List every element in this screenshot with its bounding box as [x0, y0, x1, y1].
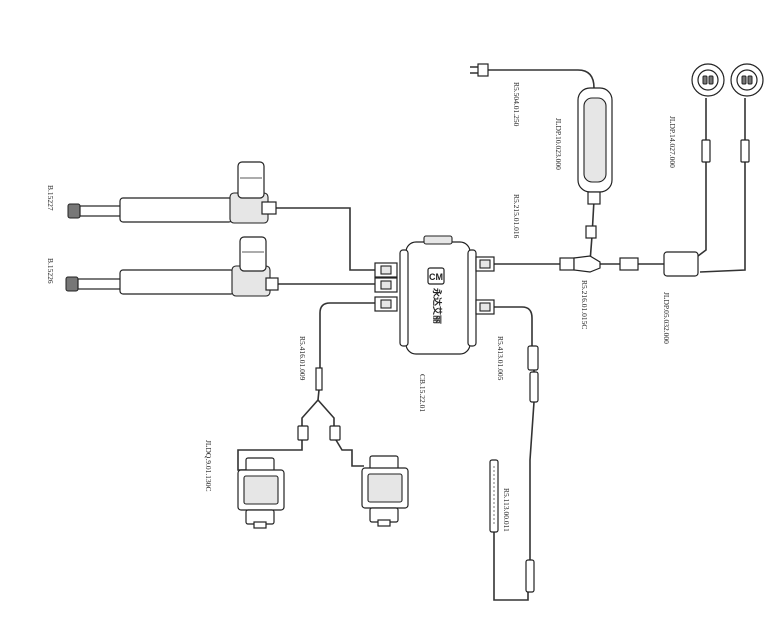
supply-cable-label: R5.215.01.016	[512, 194, 521, 239]
plug-head	[477, 63, 489, 77]
actuator-1-plug	[261, 201, 277, 215]
power-supply-out	[587, 191, 601, 205]
sensor-inline-module	[529, 371, 539, 403]
motor-cable	[317, 302, 375, 401]
motor-cable-right-run	[335, 439, 364, 467]
sensor-cable-label: R5.413.01.005	[496, 336, 505, 381]
control-box: CM 永达艾丽 CB.15.22.01	[374, 235, 495, 412]
actuator-2-label: B.15226	[46, 258, 55, 284]
hand-control-2-lead	[699, 162, 746, 273]
control-box-side-right	[467, 249, 477, 347]
control-box-label: CB.15.22.01	[418, 374, 427, 412]
actuator-1-label: B.15227	[46, 185, 55, 211]
sensor-assembly: R5.413.01.005	[496, 336, 539, 593]
motor-split: R5.416.01.009	[297, 336, 341, 441]
splitter-in-connector	[559, 257, 575, 271]
motor-cable-right	[317, 399, 335, 428]
actuator-2-tube	[119, 269, 235, 295]
sensor-end	[525, 559, 535, 593]
motor-cable-left	[301, 399, 319, 428]
actuator-1-cable	[276, 207, 375, 271]
brand-logo-mark	[427, 267, 445, 285]
brand-logo-text: 永达艾丽	[432, 287, 443, 324]
actuator-2-motor	[239, 236, 267, 272]
power-supply-label: JLDP.10.023.000	[554, 118, 563, 170]
splitter-top-connector	[585, 225, 597, 239]
splitter-label: R5.216.01.015C	[580, 280, 589, 329]
power-plug: R5.504.01.250	[470, 63, 521, 127]
junction-connector	[619, 257, 639, 271]
motor-right-connector	[329, 425, 341, 441]
motor-left-connector	[297, 425, 309, 441]
lift-motors-label: JLDQ.9.01.130C	[204, 440, 213, 491]
sensor-connector	[527, 345, 539, 371]
hand-controls: JLDP.14.027.000	[668, 63, 764, 168]
brand-logo-mark-text: CM	[429, 272, 443, 282]
light-strip-label: R5.113.00.011	[502, 488, 511, 532]
hand-control-2-connector	[740, 139, 750, 163]
sensor-cable	[494, 306, 533, 346]
linear-actuator-1: B.15227	[46, 161, 277, 224]
junction-box-body	[663, 251, 699, 277]
lift-motor-right	[361, 455, 409, 527]
actuator-1-motor	[237, 161, 265, 199]
power-cord-label: R5.504.01.250	[512, 82, 521, 127]
actuator-2-rod	[77, 278, 123, 290]
power-cord	[486, 69, 595, 89]
light-strip-cable	[493, 468, 529, 601]
splitter: R5.216.01.015C	[559, 225, 639, 329]
junction-box: JLDP.05.032.000	[662, 251, 699, 344]
power-supply: JLDP.10.023.000 R5.215.01.016	[512, 87, 613, 239]
hand-control-1-connector	[701, 139, 711, 163]
motor-split-sleeve	[315, 367, 323, 391]
control-box-top-tab	[423, 235, 453, 245]
linear-actuator-2: B.15226	[46, 236, 279, 297]
motor-cable-label: R5.416.01.009	[298, 336, 307, 381]
actuator-2-plug	[265, 277, 279, 291]
actuator-1-tube	[119, 197, 233, 223]
splitter-body	[573, 255, 601, 273]
hand-controls-label: JLDP.14.027.000	[668, 116, 677, 168]
hand-control-1-lead	[697, 162, 707, 257]
actuator-1-rod	[79, 205, 123, 217]
junction-box-label: JLDP.05.032.000	[662, 292, 671, 344]
light-strip: R5.113.00.011	[489, 459, 511, 533]
control-box-side-left	[399, 249, 409, 347]
actuator-2-end-cap	[65, 276, 79, 292]
lift-motor-left	[237, 457, 285, 529]
sensor-cable-low	[529, 401, 535, 560]
actuator-1-end-cap	[67, 203, 81, 219]
